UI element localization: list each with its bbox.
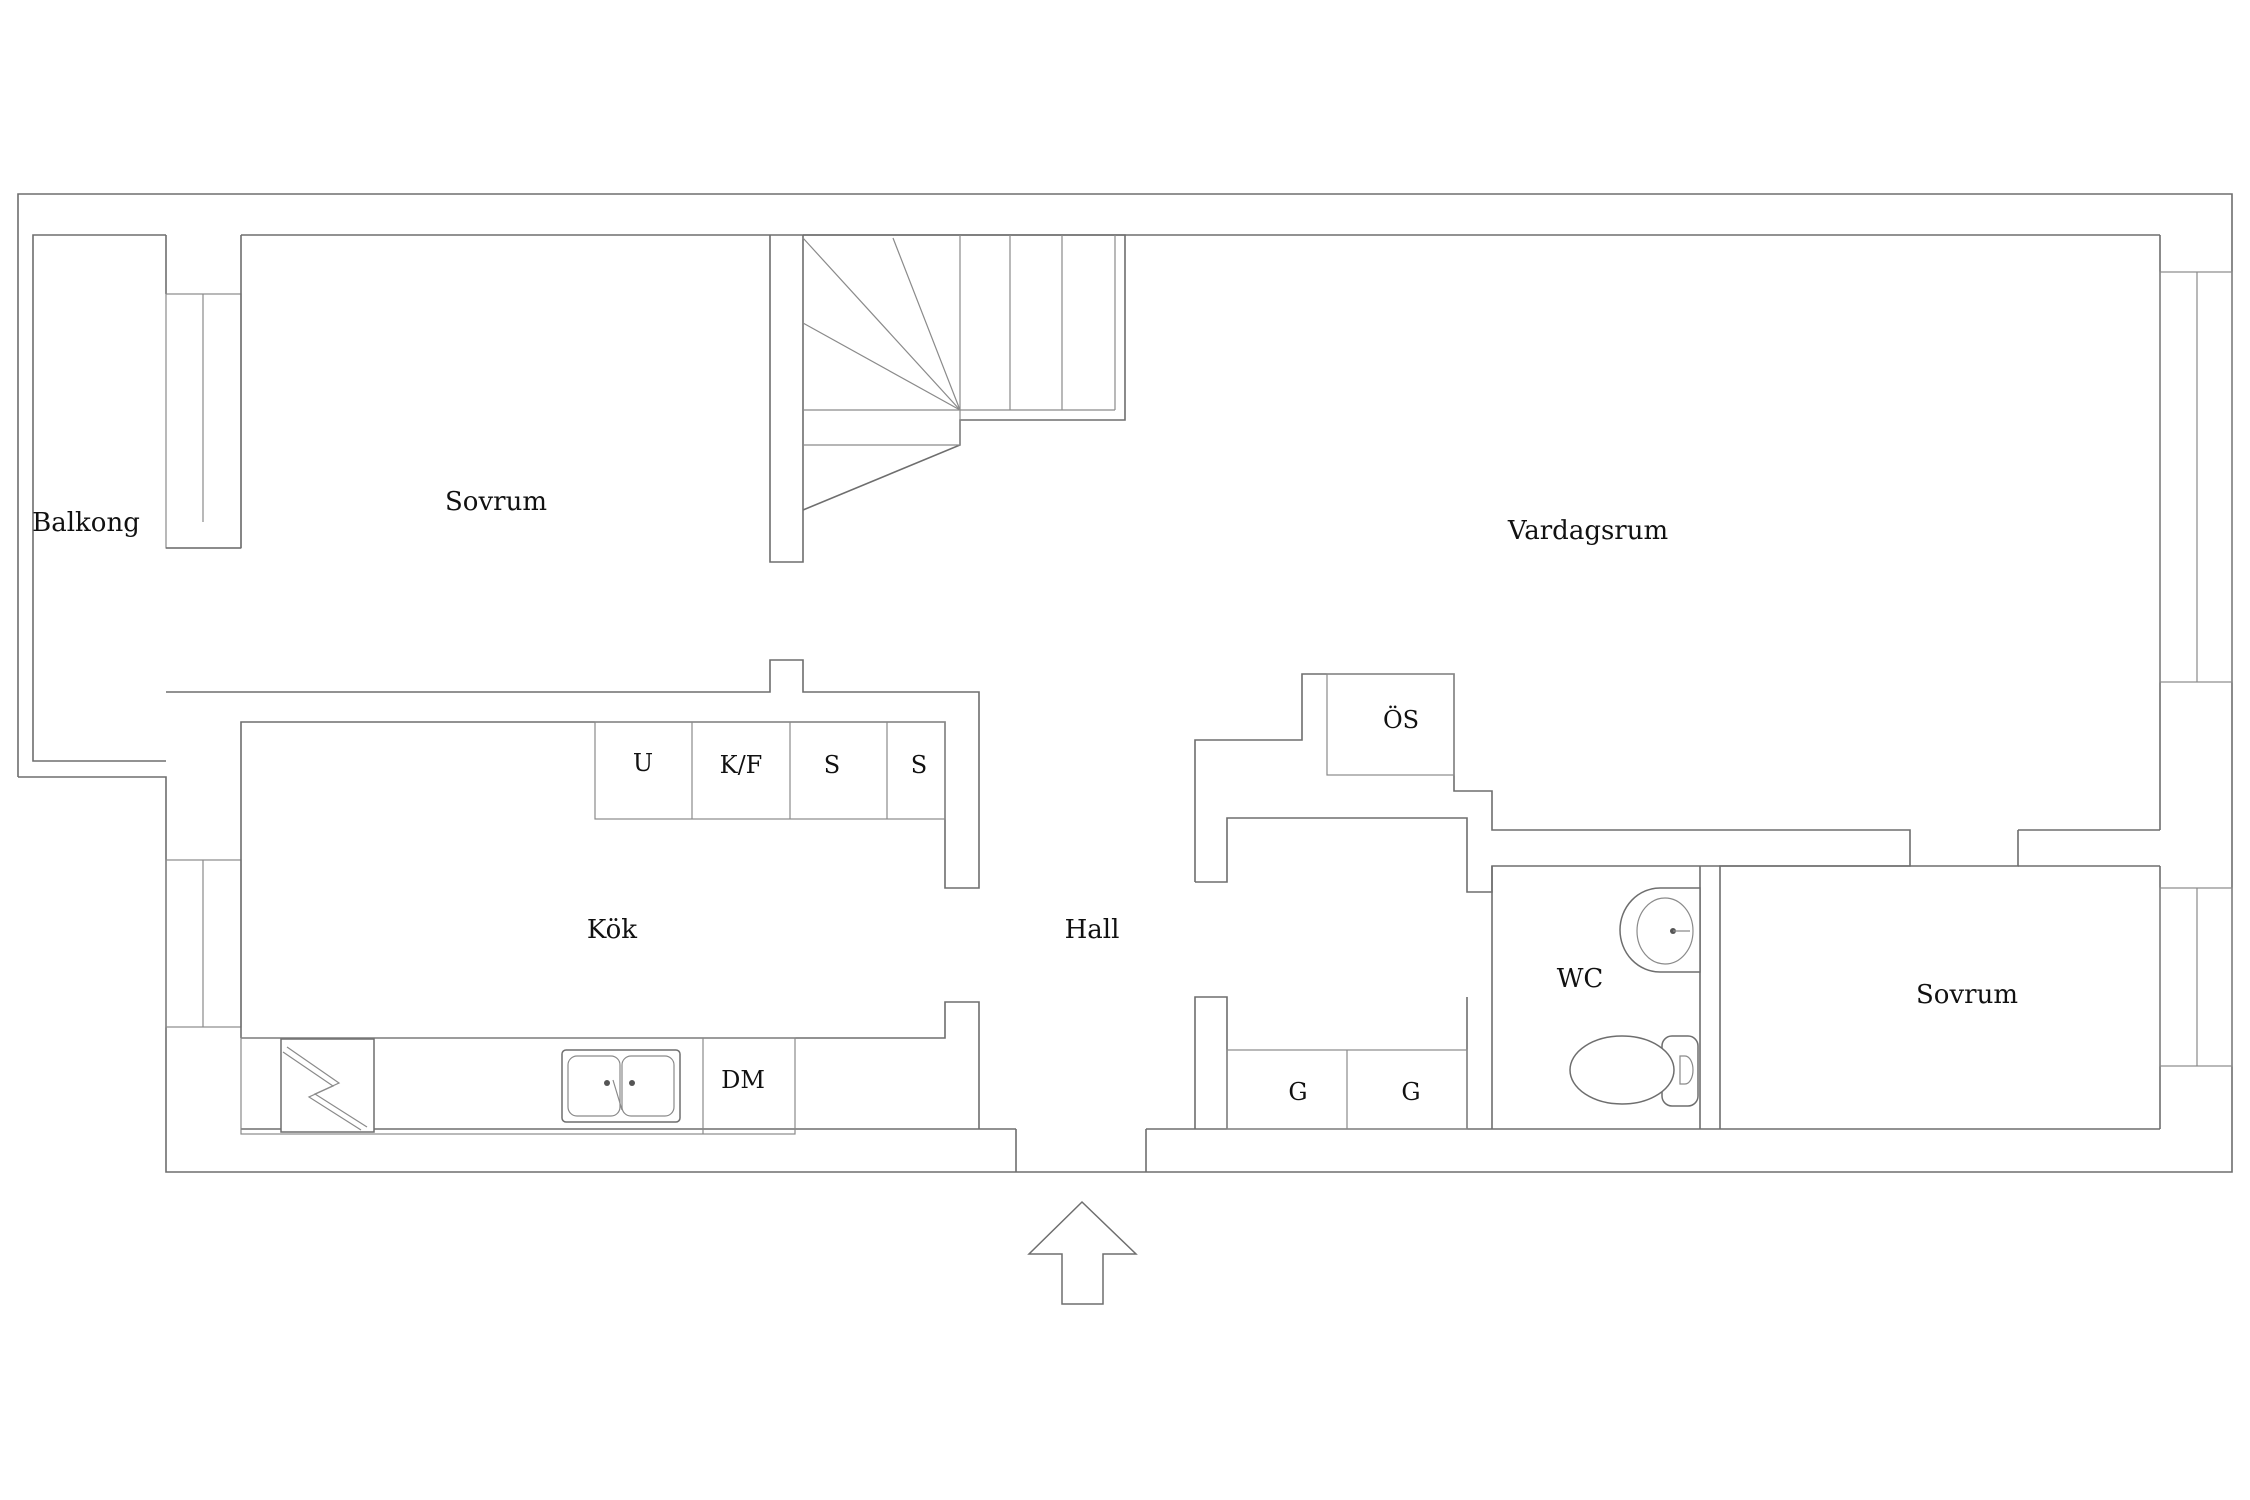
windows — [165, 235, 2233, 1067]
wc-fixtures — [1569, 887, 1701, 1107]
fixture-label-s1: S — [824, 751, 840, 779]
fixture-label-s2: S — [911, 751, 927, 779]
fixture-label-dm: DM — [721, 1066, 765, 1094]
room-label-sovrum-right: Sovrum — [1916, 980, 2018, 1010]
room-labels: Balkong Sovrum Vardagsrum Kök Hall WC So… — [32, 487, 2018, 1010]
kitchen-fixtures — [240, 721, 946, 1135]
toilet-icon — [1569, 1035, 1699, 1107]
double-sink-icon — [561, 1049, 681, 1123]
fixture-label-g2: G — [1401, 1078, 1420, 1106]
fixture-label-u: U — [633, 749, 653, 777]
fixture-label-os: ÖS — [1383, 705, 1419, 734]
room-label-kok: Kök — [587, 915, 637, 945]
staircase-icon — [802, 234, 1126, 511]
hall-wardrobe — [1226, 1049, 1468, 1130]
entrance-arrow-icon — [1027, 1200, 1138, 1305]
fixture-labels: U K/F S S ÖS DM G G — [633, 705, 1421, 1106]
fixture-label-kf: K/F — [720, 751, 763, 779]
room-label-hall: Hall — [1065, 915, 1120, 945]
interior-walls — [166, 235, 2160, 1129]
fixture-label-g1: G — [1288, 1078, 1307, 1106]
wash-basin-icon — [1619, 887, 1701, 973]
room-label-vardagsrum: Vardagsrum — [1507, 516, 1668, 546]
room-label-balkong: Balkong — [32, 508, 140, 538]
room-label-sovrum-top: Sovrum — [445, 487, 547, 517]
stove-icon — [280, 1038, 375, 1133]
room-label-wc: WC — [1557, 964, 1604, 994]
